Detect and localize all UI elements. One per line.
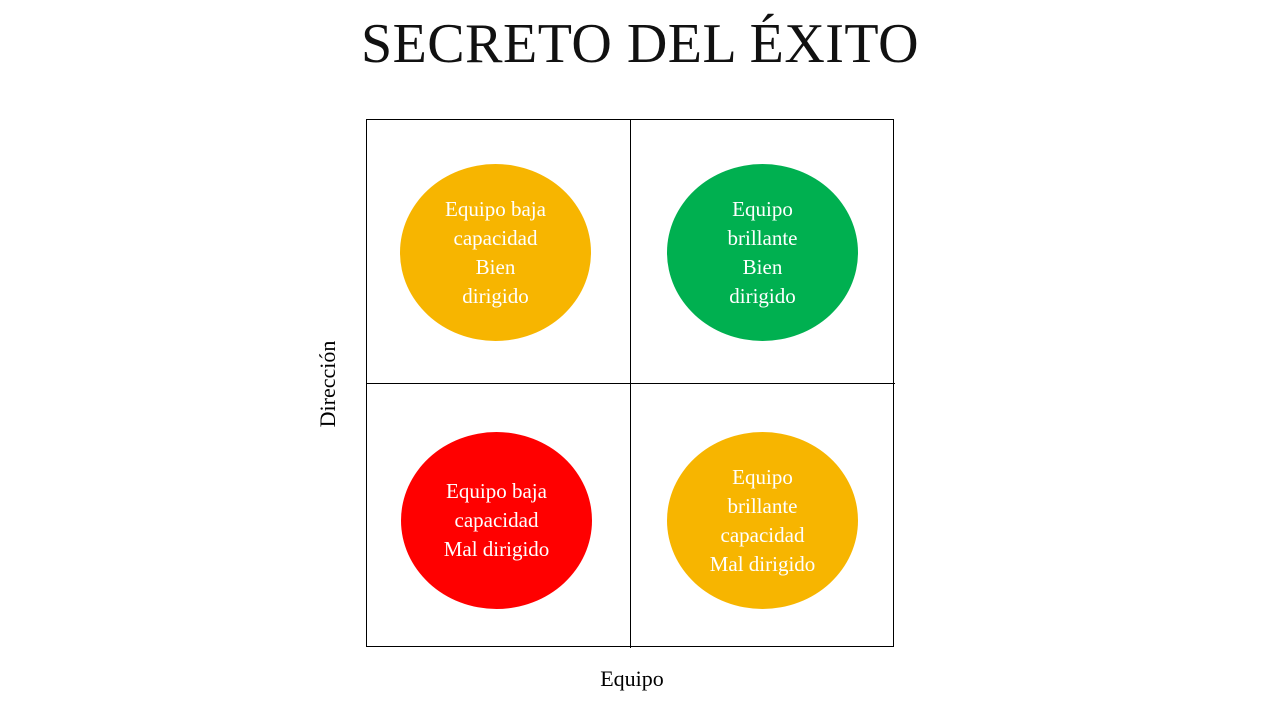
y-axis-label: Dirección <box>315 340 340 428</box>
quadrant-top-left-circle: Equipo baja capacidad Bien dirigido <box>400 164 591 341</box>
quadrant-bottom-right-circle: Equipo brillante capacidad Mal dirigido <box>667 432 858 609</box>
grid-horizontal-divider <box>366 383 895 384</box>
quadrant-bottom-left-circle: Equipo baja capacidad Mal dirigido <box>401 432 592 609</box>
quadrant-top-right-label: Equipo brillante Bien dirigido <box>727 196 798 308</box>
x-axis-label: Equipo <box>600 666 664 691</box>
quadrant-top-right-circle: Equipo brillante Bien dirigido <box>667 164 858 341</box>
quadrant-bottom-left-label: Equipo baja capacidad Mal dirigido <box>443 479 550 561</box>
quadrant-top-left-label: Equipo baja capacidad Bien dirigido <box>445 196 546 308</box>
diagram-title: SECRETO DEL ÉXITO <box>360 13 920 75</box>
quadrant-bottom-right-label: Equipo brillante capacidad Mal dirigido <box>709 464 816 576</box>
